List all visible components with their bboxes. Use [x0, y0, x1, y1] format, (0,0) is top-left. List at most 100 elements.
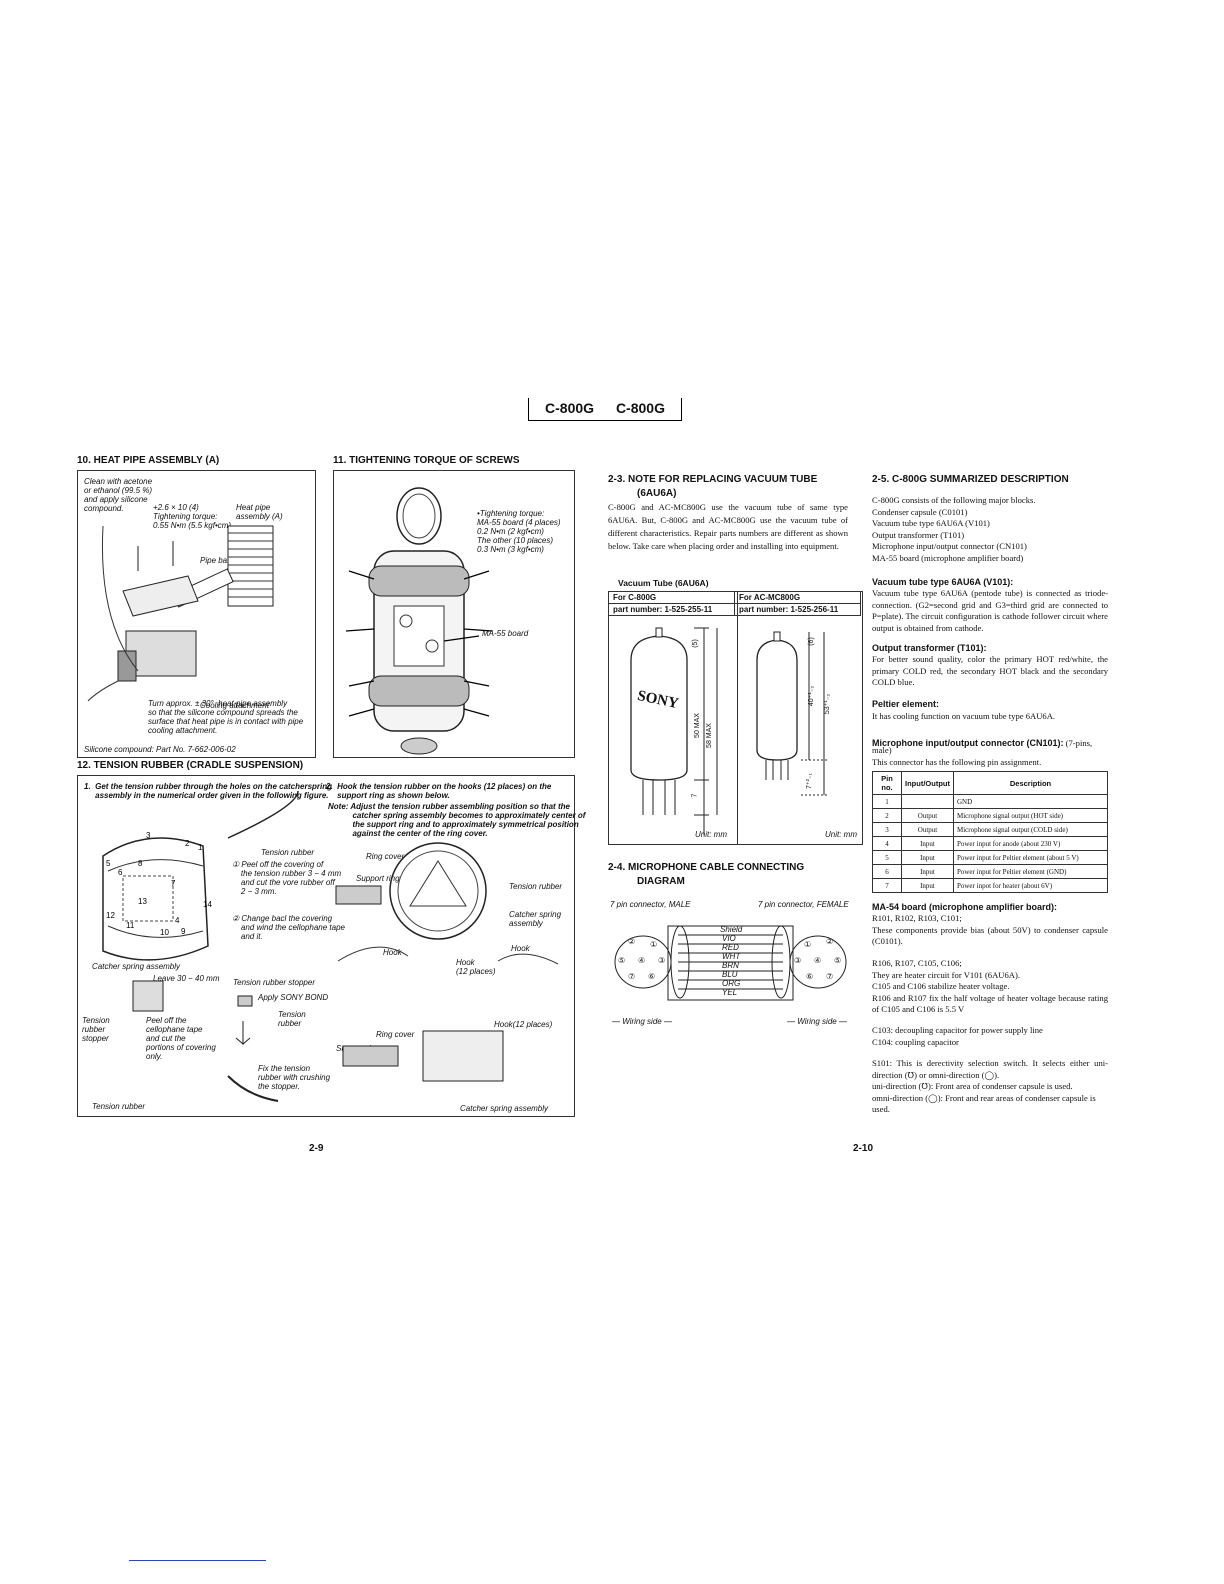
microphone-drawing — [345, 487, 493, 755]
turn-note: Turn approx. ± 30° heat pipe assembly so… — [148, 699, 304, 735]
dim-7-5: 7⁺²₋₁ — [805, 773, 813, 789]
pe-body: It has cooling function on vacuum tube t… — [872, 711, 1056, 721]
unit-1: Unit: mm — [695, 830, 727, 839]
section-2-3-title: 2-3. NOTE FOR REPLACING VACUUM TUBE — [608, 474, 818, 485]
catcher-b-label: Catcher spring assembly — [460, 1104, 549, 1113]
hook-12-label: Hook (12 places) — [456, 958, 496, 976]
pin-r-3: ③ — [794, 956, 802, 965]
num-6: 6 — [118, 868, 123, 877]
torque-note: •Tightening torque: MA-55 board (4 place… — [477, 509, 561, 554]
fix-note: Fix the tension rubber with crushing the… — [258, 1064, 331, 1091]
leave-label: Leave 30 − 40 mm — [153, 974, 220, 983]
dim-40: 40⁺¹₋₂ — [808, 685, 816, 707]
tension-rubber-2-label: Tension rubber — [278, 1010, 306, 1028]
section-2-4-title2: DIAGRAM — [637, 876, 685, 887]
tension-rubber-r-label: Tension rubber — [509, 882, 563, 891]
ot-heading: Output transformer (T101): — [872, 643, 987, 653]
cooling-attachment-label: Cooling attachment — [200, 701, 269, 710]
wire-org: ORG — [722, 979, 741, 988]
pin-no: 2 — [872, 808, 902, 823]
num-13: 13 — [138, 897, 147, 906]
pin-l-3: ③ — [658, 956, 666, 965]
pin-no: 4 — [872, 836, 902, 851]
heat-pipe-label: Heat pipe assembly (A) — [236, 503, 283, 521]
dim-50: 50 MAX — [693, 713, 701, 738]
section-10-title: 10. HEAT PIPE ASSEMBLY (A) — [77, 455, 220, 466]
pin-no: 7 — [872, 878, 902, 893]
screw-torque-figure: •Tightening torque: MA-55 board (4 place… — [333, 470, 575, 758]
pin-no: 3 — [872, 822, 902, 837]
pin-io: Input — [901, 878, 954, 893]
dim-7: 7 — [691, 793, 699, 798]
wire-blu: BLU — [722, 970, 738, 979]
pin-desc: Power input for Peltier element (about 5… — [952, 850, 1109, 865]
pin-l-2: ② — [628, 937, 636, 946]
ma-body-4: S101: This is derectivity selection swit… — [872, 1058, 1108, 1114]
tension-rubber-b-label: Tension rubber — [92, 1102, 146, 1111]
pin-l-5: ⑤ — [618, 956, 626, 965]
connector-male: 7 pin connector, MALE — [610, 900, 691, 909]
cable-labels: Shield VIO RED WHT BRN BLU ORG YEL ② ① ⑤… — [608, 922, 853, 1004]
pin-io: Input — [901, 836, 954, 851]
unit-2: Unit: mm — [825, 830, 857, 839]
vt-body: Vacuum tube type 6AU6A (pentode tube) is… — [872, 588, 1108, 633]
model-right: C-800G — [615, 400, 665, 416]
heat-pipe-drawing — [87, 525, 274, 702]
dim-53: 53⁺¹₋₂ — [824, 693, 832, 715]
pin-desc: Power input for anode (about 230 V) — [952, 836, 1109, 851]
pin-no: 6 — [872, 864, 902, 879]
mic-heading-tail: (7-pins, — [1063, 738, 1093, 748]
section-2-4-title: 2-4. MICROPHONE CABLE CONNECTING — [608, 862, 805, 873]
num-12: 12 — [106, 911, 115, 920]
section-2-5-intro: C-800G consists of the following major b… — [872, 495, 1036, 563]
pin-l-6: ⑥ — [648, 972, 656, 981]
ot-body: For better sound quality, color the prim… — [872, 654, 1108, 687]
pin-l-4: ④ — [638, 956, 646, 965]
tension-rubber-drawing: 3 2 1 5 8 6 7 13 14 12 11 10 9 4 — [102, 790, 559, 1102]
wire-brn: BRN — [722, 961, 739, 970]
peel-step-1: ① Peel off the covering of the tension r… — [232, 860, 342, 896]
catcher-r-label: Catcher spring assembly — [509, 910, 562, 928]
num-1: 1 — [198, 843, 203, 852]
col1-part: part number: 1-525-255-11 — [608, 603, 735, 616]
clean-note: Clean with acetone or ethanol (99.5 %) a… — [84, 477, 153, 513]
ma55-label: MA-55 board — [482, 629, 529, 638]
cable-diagram — [614, 925, 847, 1001]
col2-part: part number: 1-525-256-11 — [734, 603, 861, 616]
pin-r-7: ⑦ — [826, 972, 834, 981]
ma-body-2: R106, R107, C105, C106; They are heater … — [872, 958, 1108, 1014]
num-3: 3 — [146, 831, 151, 840]
mic-heading-line: Microphone input/output connector (CN101… — [872, 733, 1108, 751]
pin-io — [901, 794, 954, 809]
model-left: C-800G — [545, 400, 595, 416]
dim-58: 58 MAX — [705, 723, 713, 748]
heat-pipe-figure: Clean with acetone or ethanol (99.5 %) a… — [77, 470, 316, 758]
num-9: 9 — [181, 927, 186, 936]
pipe-base-label: Pipe base — [200, 556, 236, 565]
pin-desc: GND — [952, 794, 1109, 809]
peel-step-b: Peel off the cellophane tape and cut the… — [146, 1016, 216, 1061]
hook-12b-label: Hook(12 places) — [494, 1020, 553, 1029]
wire-shield: Shield — [720, 925, 743, 934]
pin-head-no: Pin no. — [872, 771, 902, 795]
pin-io: Output — [901, 808, 954, 823]
num-11: 11 — [126, 921, 135, 930]
wire-vio: VIO — [722, 934, 736, 943]
apply-bond-label: Apply SONY BOND — [258, 993, 329, 1002]
tension-rubber-figure: 1. Get the tension rubber through the ho… — [77, 775, 585, 1117]
pin-r-1: ① — [804, 940, 812, 949]
section-2-5-title: 2-5. C-800G SUMMARIZED DESCRIPTION — [872, 474, 1069, 485]
pin-r-6: ⑥ — [806, 972, 814, 981]
section-11-title: 11. TIGHTENING TORQUE OF SCREWS — [333, 455, 520, 466]
ma-heading: MA-54 board (microphone amplifier board)… — [872, 902, 1058, 912]
pin-io: Input — [901, 850, 954, 865]
ma-body-3: C103: decoupling capacitor for power sup… — [872, 1025, 1043, 1047]
note: Note: Adjust the tension rubber assembli… — [328, 802, 586, 838]
wiring-side-left: — Wiring side — — [612, 1017, 672, 1026]
silicone-note: Silicone compound: Part No. 7-662-006-02 — [84, 745, 236, 754]
